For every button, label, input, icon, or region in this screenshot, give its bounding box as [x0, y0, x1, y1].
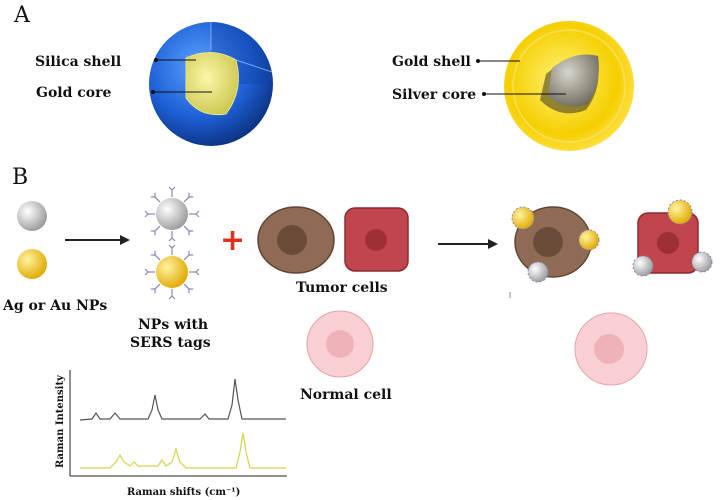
plus-sign: + [220, 223, 245, 258]
normal-cell-unlabeled [574, 312, 648, 386]
sers-label-line1: NPs with [138, 317, 208, 333]
tumor-cell-round [257, 206, 335, 274]
spectrum-x-label: Raman shifts (cm⁻¹) [127, 487, 240, 498]
tumor-cell-square [344, 207, 409, 272]
silver-core-label: Silver core [392, 87, 476, 103]
silver-np [17, 201, 47, 231]
tumor-cells-label: Tumor cells [296, 280, 388, 296]
gold-np [17, 249, 47, 279]
silica-shell-label: Silica shell [35, 54, 121, 70]
np-label: Ag or Au NPs [2, 298, 107, 314]
gold-core [185, 52, 239, 116]
gold-silver-particle [504, 21, 634, 151]
gold-core-label: Gold core [36, 85, 112, 101]
silica-gold-particle [149, 22, 273, 146]
normal-cell-label: Normal cell [300, 387, 392, 403]
sers-label-line2: SERS tags [130, 335, 211, 351]
panel-a-letter: A [13, 3, 31, 28]
silver-np-with-tags [144, 186, 200, 242]
spectrum-trace-top [79, 378, 286, 421]
raman-spectrum: Raman Intensity Raman shifts (cm⁻¹) [55, 370, 287, 498]
normal-cell [306, 310, 374, 378]
panel-b-letter: B [12, 165, 28, 190]
tumor-cell-square-labeled [632, 199, 713, 277]
spectrum-trace-bottom [80, 432, 286, 469]
gold-np-with-tags [144, 244, 200, 300]
tumor-cell-round-labeled [509, 206, 600, 298]
spectrum-y-label: Raman Intensity [55, 374, 66, 468]
gold-shell-label: Gold shell [392, 54, 471, 70]
